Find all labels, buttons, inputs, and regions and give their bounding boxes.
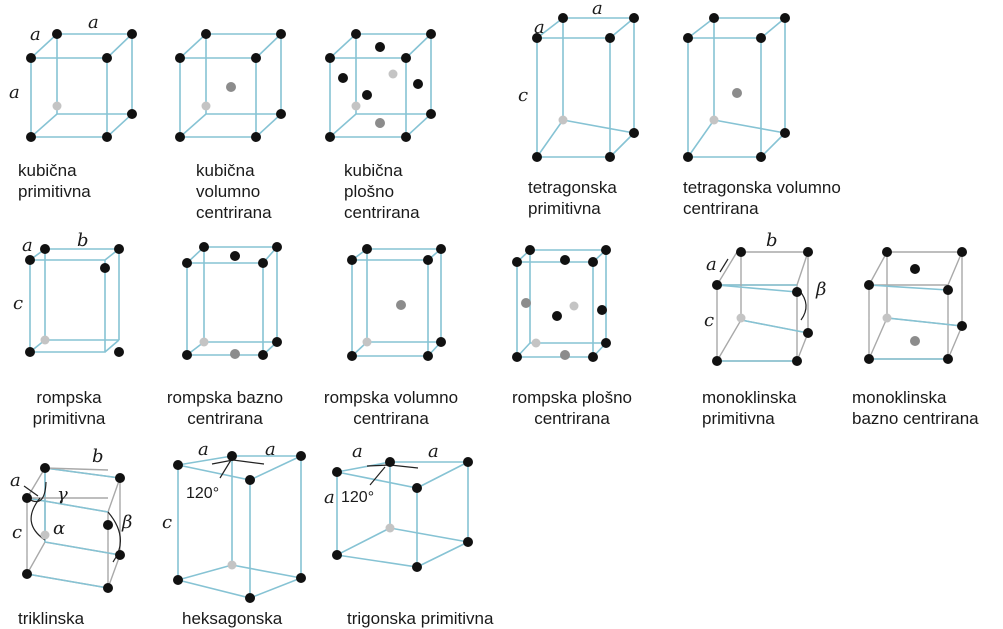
caption-line: primitivna — [32, 409, 106, 428]
label-a: a — [706, 254, 717, 275]
label-a-1: a — [198, 439, 209, 460]
label-a-top: a — [592, 0, 603, 19]
caption-line: centrirana — [196, 203, 272, 222]
caption-line: trigonska primitivna — [347, 609, 494, 628]
lattice-trigonal: a a a 120° — [324, 441, 473, 572]
lattice-tetragonal-body-centered — [683, 13, 790, 162]
label-b: b — [766, 230, 778, 251]
label-a-1: a — [352, 441, 363, 462]
label-c: c — [12, 522, 22, 543]
lattice-triclinic: b a γ c α β — [10, 446, 132, 593]
label-b: b — [92, 446, 104, 467]
caption-ortho-body: rompska volumno centrirana — [309, 387, 473, 429]
caption-line: kubična — [344, 161, 403, 180]
caption-line: primitivna — [18, 182, 91, 201]
label-a-3: a — [324, 487, 335, 508]
caption-line: bazno centrirana — [852, 409, 979, 428]
label-a-side: a — [9, 82, 20, 103]
label-a-left: a — [534, 17, 545, 38]
label-beta: β — [815, 279, 826, 300]
caption-trigonal: trigonska primitivna — [347, 608, 493, 629]
caption-line: kubična — [18, 161, 77, 180]
caption-line: rompska — [36, 388, 102, 407]
label-a-left-top: a — [30, 24, 41, 45]
caption-line: monoklinska — [852, 388, 947, 407]
caption-line: centrirana — [187, 409, 263, 428]
caption-triclinic: triklinska — [18, 608, 84, 629]
label-gamma: γ — [57, 484, 68, 505]
caption-line: centrirana — [353, 409, 429, 428]
caption-line: volumno — [196, 182, 261, 201]
lattice-orthorhombic-primitive: a b c — [13, 230, 124, 357]
label-a: a — [10, 470, 21, 491]
label-alpha: α — [53, 518, 65, 539]
caption-line: centrirana — [344, 203, 420, 222]
caption-line: centrirana — [683, 199, 759, 218]
lattice-cubic-face-centered — [325, 29, 436, 142]
caption-ortho-base: rompska bazno centrirana — [155, 387, 295, 429]
caption-cubic-face: kubična plošno centrirana — [344, 160, 420, 223]
caption-ortho-face: rompska plošno centrirana — [496, 387, 648, 429]
caption-line: tetragonska — [528, 178, 617, 197]
label-c: c — [704, 310, 714, 331]
lattice-hexagonal: a a 120° c — [162, 439, 306, 603]
label-a-2: a — [428, 441, 439, 462]
lattice-orthorhombic-face-centered — [512, 245, 611, 362]
label-c: c — [162, 512, 172, 533]
caption-mono-base: monoklinska bazno centrirana — [852, 387, 979, 429]
caption-ortho-primitive: rompska primitivna — [14, 387, 124, 429]
caption-line: rompska plošno — [511, 388, 632, 407]
lattice-monoclinic-primitive: b a c β — [704, 230, 826, 366]
label-a-2: a — [265, 439, 276, 460]
label-beta: β — [121, 512, 132, 533]
caption-line: triklinska — [18, 609, 85, 628]
caption-mono-primitive: monoklinska primitivna — [702, 387, 797, 429]
label-a-top: a — [88, 12, 99, 33]
caption-line: tetragonska volumno — [683, 178, 841, 197]
caption-line: rompska volumno — [323, 388, 459, 407]
caption-tetragonal-body: tetragonska volumno centrirana — [683, 177, 841, 219]
caption-line: centrirana — [534, 409, 610, 428]
caption-line: rompska bazno — [166, 388, 284, 407]
lattice-cubic-body-centered — [175, 29, 286, 142]
label-c: c — [518, 85, 528, 106]
lattice-cubic-primitive: a a a — [9, 12, 137, 142]
label-angle-120: 120° — [186, 485, 219, 502]
caption-line: heksagonska — [182, 609, 283, 628]
label-a: a — [22, 235, 33, 256]
lattice-monoclinic-base-centered — [864, 247, 967, 364]
caption-line: primitivna — [528, 199, 601, 218]
lattice-tetragonal-primitive: a a c — [518, 0, 639, 162]
caption-cubic-primitive: kubična primitivna — [18, 160, 91, 202]
caption-hexagonal: heksagonska — [182, 608, 282, 629]
label-c: c — [13, 293, 23, 314]
lattice-orthorhombic-body-centered — [347, 244, 446, 361]
caption-cubic-body: kubična volumno centrirana — [196, 160, 272, 223]
caption-line: primitivna — [702, 409, 775, 428]
label-angle-120: 120° — [341, 489, 374, 506]
label-b: b — [77, 230, 89, 251]
lattice-orthorhombic-base-centered — [182, 242, 282, 360]
caption-line: kubična — [196, 161, 255, 180]
caption-line: monoklinska — [702, 388, 797, 407]
caption-tetragonal-primitive: tetragonska primitivna — [528, 177, 617, 219]
caption-line: plošno — [344, 182, 395, 201]
